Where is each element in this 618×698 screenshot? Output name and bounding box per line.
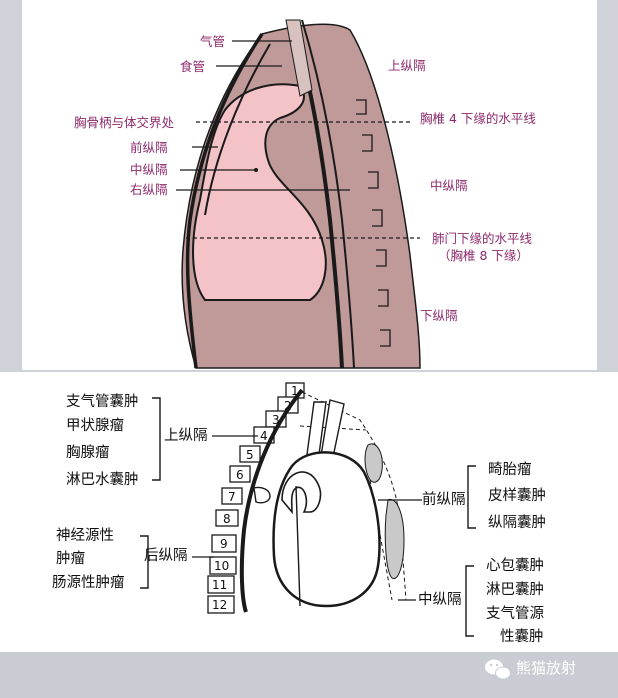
label-middle-mediastinum: 中纵隔 — [130, 162, 168, 177]
left-vessel-stub — [254, 487, 270, 502]
label-bottom-posterior: 后纵隔 — [144, 547, 188, 564]
label-anterior-mediastinum: 前纵隔 — [130, 140, 168, 155]
vertebra-num-12: 12 — [212, 598, 227, 612]
thymus-shape-lower — [385, 499, 404, 578]
middle-item-2: 淋巴囊肿 — [486, 581, 544, 598]
vertebra-num-8: 8 — [223, 512, 231, 526]
anterior-item-2: 皮样囊肿 — [488, 487, 546, 504]
superior-item-1: 支气管囊肿 — [66, 393, 139, 410]
label-bottom-anterior: 前纵隔 — [422, 491, 466, 508]
vertebra-num-7: 7 — [228, 490, 236, 504]
middle-item-3: 支气管源 — [486, 605, 544, 622]
vertebra-num-6: 6 — [236, 468, 244, 482]
watermark: 熊猫放射 — [485, 659, 576, 679]
label-inferior-mediastinum: 下纵隔 — [420, 308, 458, 323]
watermark-text: 熊猫放射 — [516, 659, 576, 677]
label-t4-line: 胸椎 4 下缘的水平线 — [420, 111, 536, 126]
vertebra-num-4: 4 — [260, 429, 268, 443]
posterior-item-1: 神经源性 — [56, 527, 114, 544]
middle-item-1: 心包囊肿 — [486, 557, 544, 574]
vertebra-num-10: 10 — [214, 559, 229, 573]
middle-item-4: 性囊肿 — [500, 628, 544, 645]
thymus-shape-upper — [365, 444, 382, 482]
label-bottom-middle: 中纵隔 — [418, 591, 462, 608]
vertebra-num-5: 5 — [246, 448, 254, 462]
label-bottom-superior: 上纵隔 — [164, 427, 208, 444]
bottom-diagram: 1 2 3 4 5 6 7 8 9 10 11 12 — [52, 383, 546, 645]
label-middle-mediastinum-right: 中纵隔 — [430, 178, 468, 193]
anterior-item-3: 纵隔囊肿 — [488, 514, 546, 531]
wechat-icon — [485, 660, 511, 680]
label-trachea: 气管 — [200, 34, 225, 49]
posterior-item-2: 肿瘤 — [56, 550, 85, 567]
vertebra-num-9: 9 — [220, 537, 228, 551]
superior-item-2: 甲状腺瘤 — [66, 417, 124, 434]
label-esophagus: 食管 — [180, 59, 205, 74]
label-t8: （胸椎 8 下缘） — [438, 248, 529, 263]
heart-outline — [274, 452, 380, 606]
superior-item-4: 淋巴水囊肿 — [66, 471, 139, 488]
label-sternal-angle: 胸骨柄与体交界处 — [74, 115, 175, 130]
posterior-item-3: 肠源性肿瘤 — [52, 574, 125, 591]
middle-marker-dot — [254, 168, 258, 172]
anterior-item-1: 畸胎瘤 — [488, 461, 532, 478]
superior-item-3: 胸腺瘤 — [66, 444, 110, 461]
label-hilum-line: 肺门下缘的水平线 — [432, 231, 533, 246]
vertebra-num-11: 11 — [212, 578, 227, 592]
label-superior-mediastinum: 上纵隔 — [388, 58, 426, 73]
top-diagram: 气管 食管 上纵隔 胸骨柄与体交界处 胸椎 4 下缘的水平线 前纵隔 中纵隔 右… — [74, 20, 536, 368]
label-right-mediastinum: 右纵隔 — [130, 182, 168, 197]
